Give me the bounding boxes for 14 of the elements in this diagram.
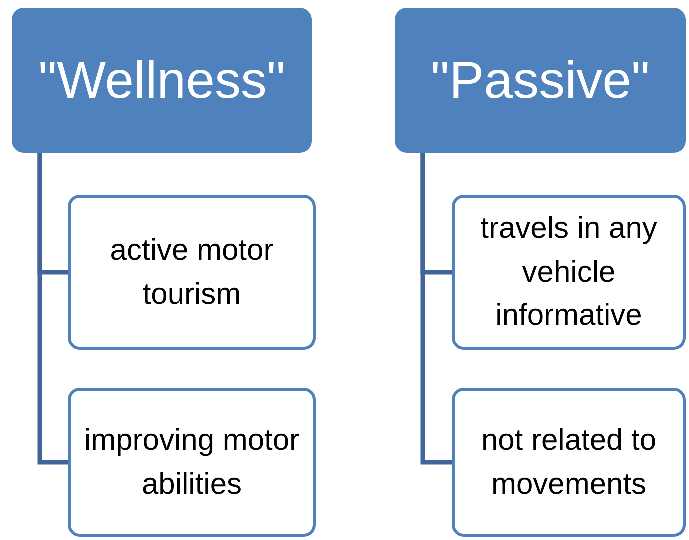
item-box (452, 388, 686, 537)
header-box (395, 8, 686, 153)
item-text: travels in any vehicle informative (480, 211, 658, 334)
header-box (12, 8, 312, 153)
item-text: active motor tourism (109, 233, 275, 312)
connector-line (420, 153, 452, 465)
item-text: improving motor abilities (83, 423, 301, 502)
item-box (68, 388, 316, 537)
connector-line (38, 153, 68, 465)
item-box (452, 195, 686, 350)
category-title: "Wellness" (38, 50, 286, 112)
category-title: "Passive" (431, 50, 650, 112)
item-text: not related to movements (480, 423, 658, 502)
item-box (68, 195, 316, 350)
